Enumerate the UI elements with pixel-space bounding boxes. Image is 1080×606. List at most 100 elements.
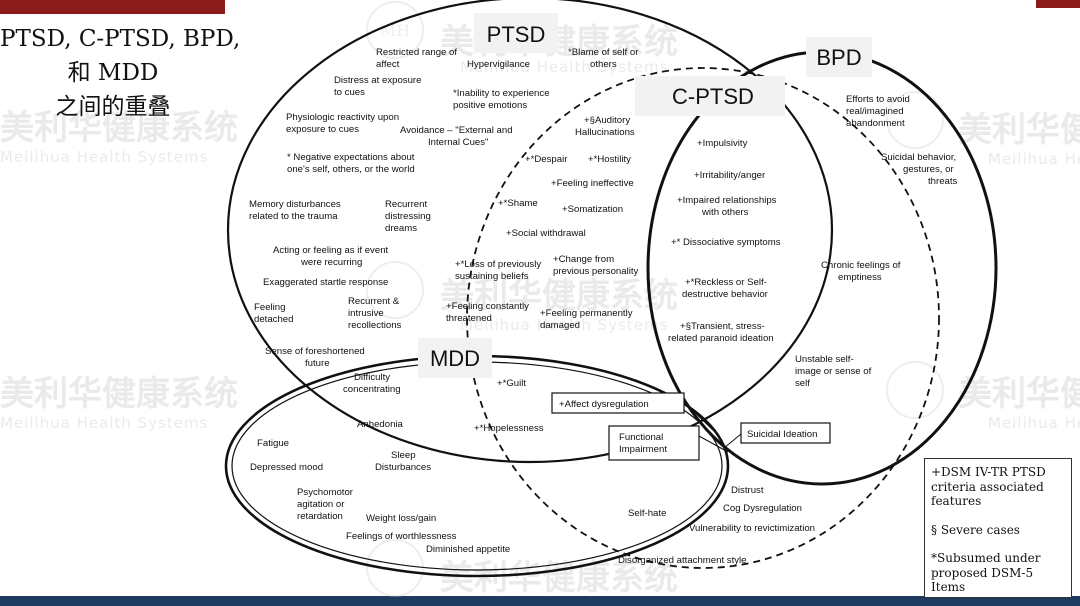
cptsd-circle: [466, 67, 940, 569]
symptom-label: +*Despair: [525, 154, 568, 165]
mdd-label: MDD: [430, 346, 480, 371]
symptom-label: damaged: [540, 320, 580, 331]
slide-title: PTSD, C-PTSD, BPD, 和 MDD 之间的重叠: [0, 22, 241, 124]
symptom-label: * Negative expectations about: [287, 152, 415, 163]
mdd-cptsd-symptoms: +*Guilt +*Hopelessness: [474, 378, 544, 434]
symptom-label: +* Dissociative symptoms: [671, 237, 781, 248]
symptom-label: Efforts to avoid: [846, 94, 910, 105]
symptom-label: Sense of foreshortened: [265, 346, 365, 357]
symptom-label: Physiologic reactivity upon: [286, 112, 399, 123]
bottom-accent-bar: [0, 596, 1080, 606]
symptom-label: threatened: [446, 313, 492, 324]
symptom-label: +*Hopelessness: [474, 423, 544, 434]
symptom-label: were recurring: [300, 257, 362, 268]
symptom-label: Weight loss/gain: [366, 513, 436, 524]
legend-entry: *Subsumed under proposed DSM-5 Items: [931, 551, 1065, 595]
title-line: PTSD, C-PTSD, BPD,: [0, 26, 241, 52]
symptom-label: +*Hostility: [588, 154, 631, 165]
symptom-label: Anhedonia: [357, 419, 404, 430]
symptom-label: +*Guilt: [497, 378, 526, 389]
bpd-label: BPD: [816, 45, 861, 70]
symptom-label: Feeling: [254, 302, 285, 313]
top-right-accent-bar: [1036, 0, 1080, 8]
symptom-label: abandonment: [846, 118, 905, 129]
title-line: 和 MDD: [67, 60, 159, 86]
legend-text: *Subsumed under: [931, 551, 1041, 565]
symptom-label: to cues: [334, 87, 365, 98]
symptom-label: Hallucinations: [575, 127, 635, 138]
symptom-label: Disturbances: [375, 462, 431, 473]
symptom-label: emptiness: [838, 272, 882, 283]
mdd-ptsd-symptoms: Difficulty concentrating Anhedonia Sleep…: [343, 372, 431, 473]
symptom-label: Feelings of worthlessness: [346, 531, 457, 542]
symptom-label: +Feeling constantly: [446, 301, 529, 312]
symptom-label: *Inability to experience: [453, 88, 550, 99]
symptom-label: +*Shame: [498, 198, 538, 209]
symptom-label: +Change from: [553, 254, 614, 265]
symptom-label: +§Auditory: [584, 115, 630, 126]
ptsd-label-box: [474, 13, 558, 53]
symptom-label: Internal Cues": [428, 137, 488, 148]
symptom-label: +§Transient, stress-: [680, 321, 765, 332]
symptom-label: image or sense of: [795, 366, 872, 377]
symptom-label: related paranoid ideation: [668, 333, 774, 344]
symptom-label: concentrating: [343, 384, 401, 395]
symptom-label: +*Reckless or Self-: [685, 277, 767, 288]
cptsd-ptsd-symptoms: +§Auditory Hallucinations +*Despair +*Ho…: [446, 115, 639, 331]
symptom-label: future: [305, 358, 330, 369]
symptom-label: Sleep: [391, 450, 416, 461]
bpd-label-box: [806, 37, 872, 77]
symptom-label: detached: [254, 314, 293, 325]
cptsd-label-box: [635, 76, 785, 116]
symptom-label: Disorganized attachment style: [618, 555, 747, 566]
bpd-only-symptoms: Efforts to avoid real/imagined abandonme…: [795, 94, 958, 389]
suicidal-ideation-box: [740, 422, 831, 444]
watermark-logo-text: MH: [380, 21, 410, 40]
title-line: 之间的重叠: [55, 94, 171, 120]
symptom-label: +Feeling permanently: [540, 308, 633, 319]
symptom-label: Distress at exposure: [334, 75, 421, 86]
symptom-label: recollections: [348, 320, 402, 331]
symptom-label: gestures, or: [903, 164, 954, 175]
symptom-label: Cog Dysregulation: [723, 503, 802, 514]
legend-text: criteria associated: [931, 479, 1044, 494]
affect-dysregulation-box: [551, 392, 685, 414]
symptom-label: Self-hate: [628, 508, 666, 519]
symptom-label: Unstable self-: [795, 354, 854, 365]
symptom-label: sustaining beliefs: [455, 271, 529, 282]
symptom-label: Fatigue: [257, 438, 289, 449]
symptom-label: others: [590, 59, 617, 70]
symptom-label: +*Loss of previously: [455, 259, 541, 270]
symptom-label: Suicidal behavior,: [881, 152, 956, 163]
functional-impairment-box: [608, 425, 700, 461]
symptom-label: +Social withdrawal: [506, 228, 586, 239]
symptom-label: Chronic feelings of: [821, 260, 901, 271]
legend-text: +DSM IV-TR PTSD: [931, 465, 1046, 479]
legend-text: proposed DSM-5 Items: [931, 565, 1034, 595]
symptom-label: Recurrent: [385, 199, 427, 210]
symptom-label: *Blame of self or: [568, 47, 639, 58]
symptom-label: +Somatization: [562, 204, 623, 215]
legend-text: § Severe cases: [931, 522, 1020, 537]
symptom-label: affect: [376, 59, 400, 70]
ptsd-label: PTSD: [487, 22, 546, 47]
symptom-label: real/imagined: [846, 106, 904, 117]
symptom-label: Recurrent &: [348, 296, 400, 307]
cptsd-bpd-symptoms: +Impulsivity +Irritability/anger +Impair…: [668, 138, 781, 344]
symptom-label: +Impulsivity: [697, 138, 748, 149]
symptom-label: Vulnerability to revictimization: [689, 523, 815, 534]
symptom-label: Diminished appetite: [426, 544, 510, 555]
top-accent-bar: [0, 0, 225, 14]
ptsd-only-symptoms: Restricted range of affect Hypervigilanc…: [249, 47, 639, 369]
symptom-label: +Feeling ineffective: [551, 178, 634, 189]
symptom-label: Hypervigilance: [467, 59, 530, 70]
mdd-only-symptoms: Fatigue Depressed mood Psychomotor agita…: [250, 438, 510, 555]
legend-text: features: [931, 494, 982, 508]
symptom-label: Functional: [619, 432, 663, 443]
symptom-label: Acting or feeling as if event: [273, 245, 389, 256]
watermark-logo: MH: [366, 1, 944, 597]
legend-entry: § Severe cases: [931, 523, 1065, 538]
legend-entry: +DSM IV-TR PTSD criteria associated feat…: [931, 465, 1065, 509]
symptom-label: Depressed mood: [250, 462, 323, 473]
cptsd-label: C-PTSD: [672, 84, 754, 109]
